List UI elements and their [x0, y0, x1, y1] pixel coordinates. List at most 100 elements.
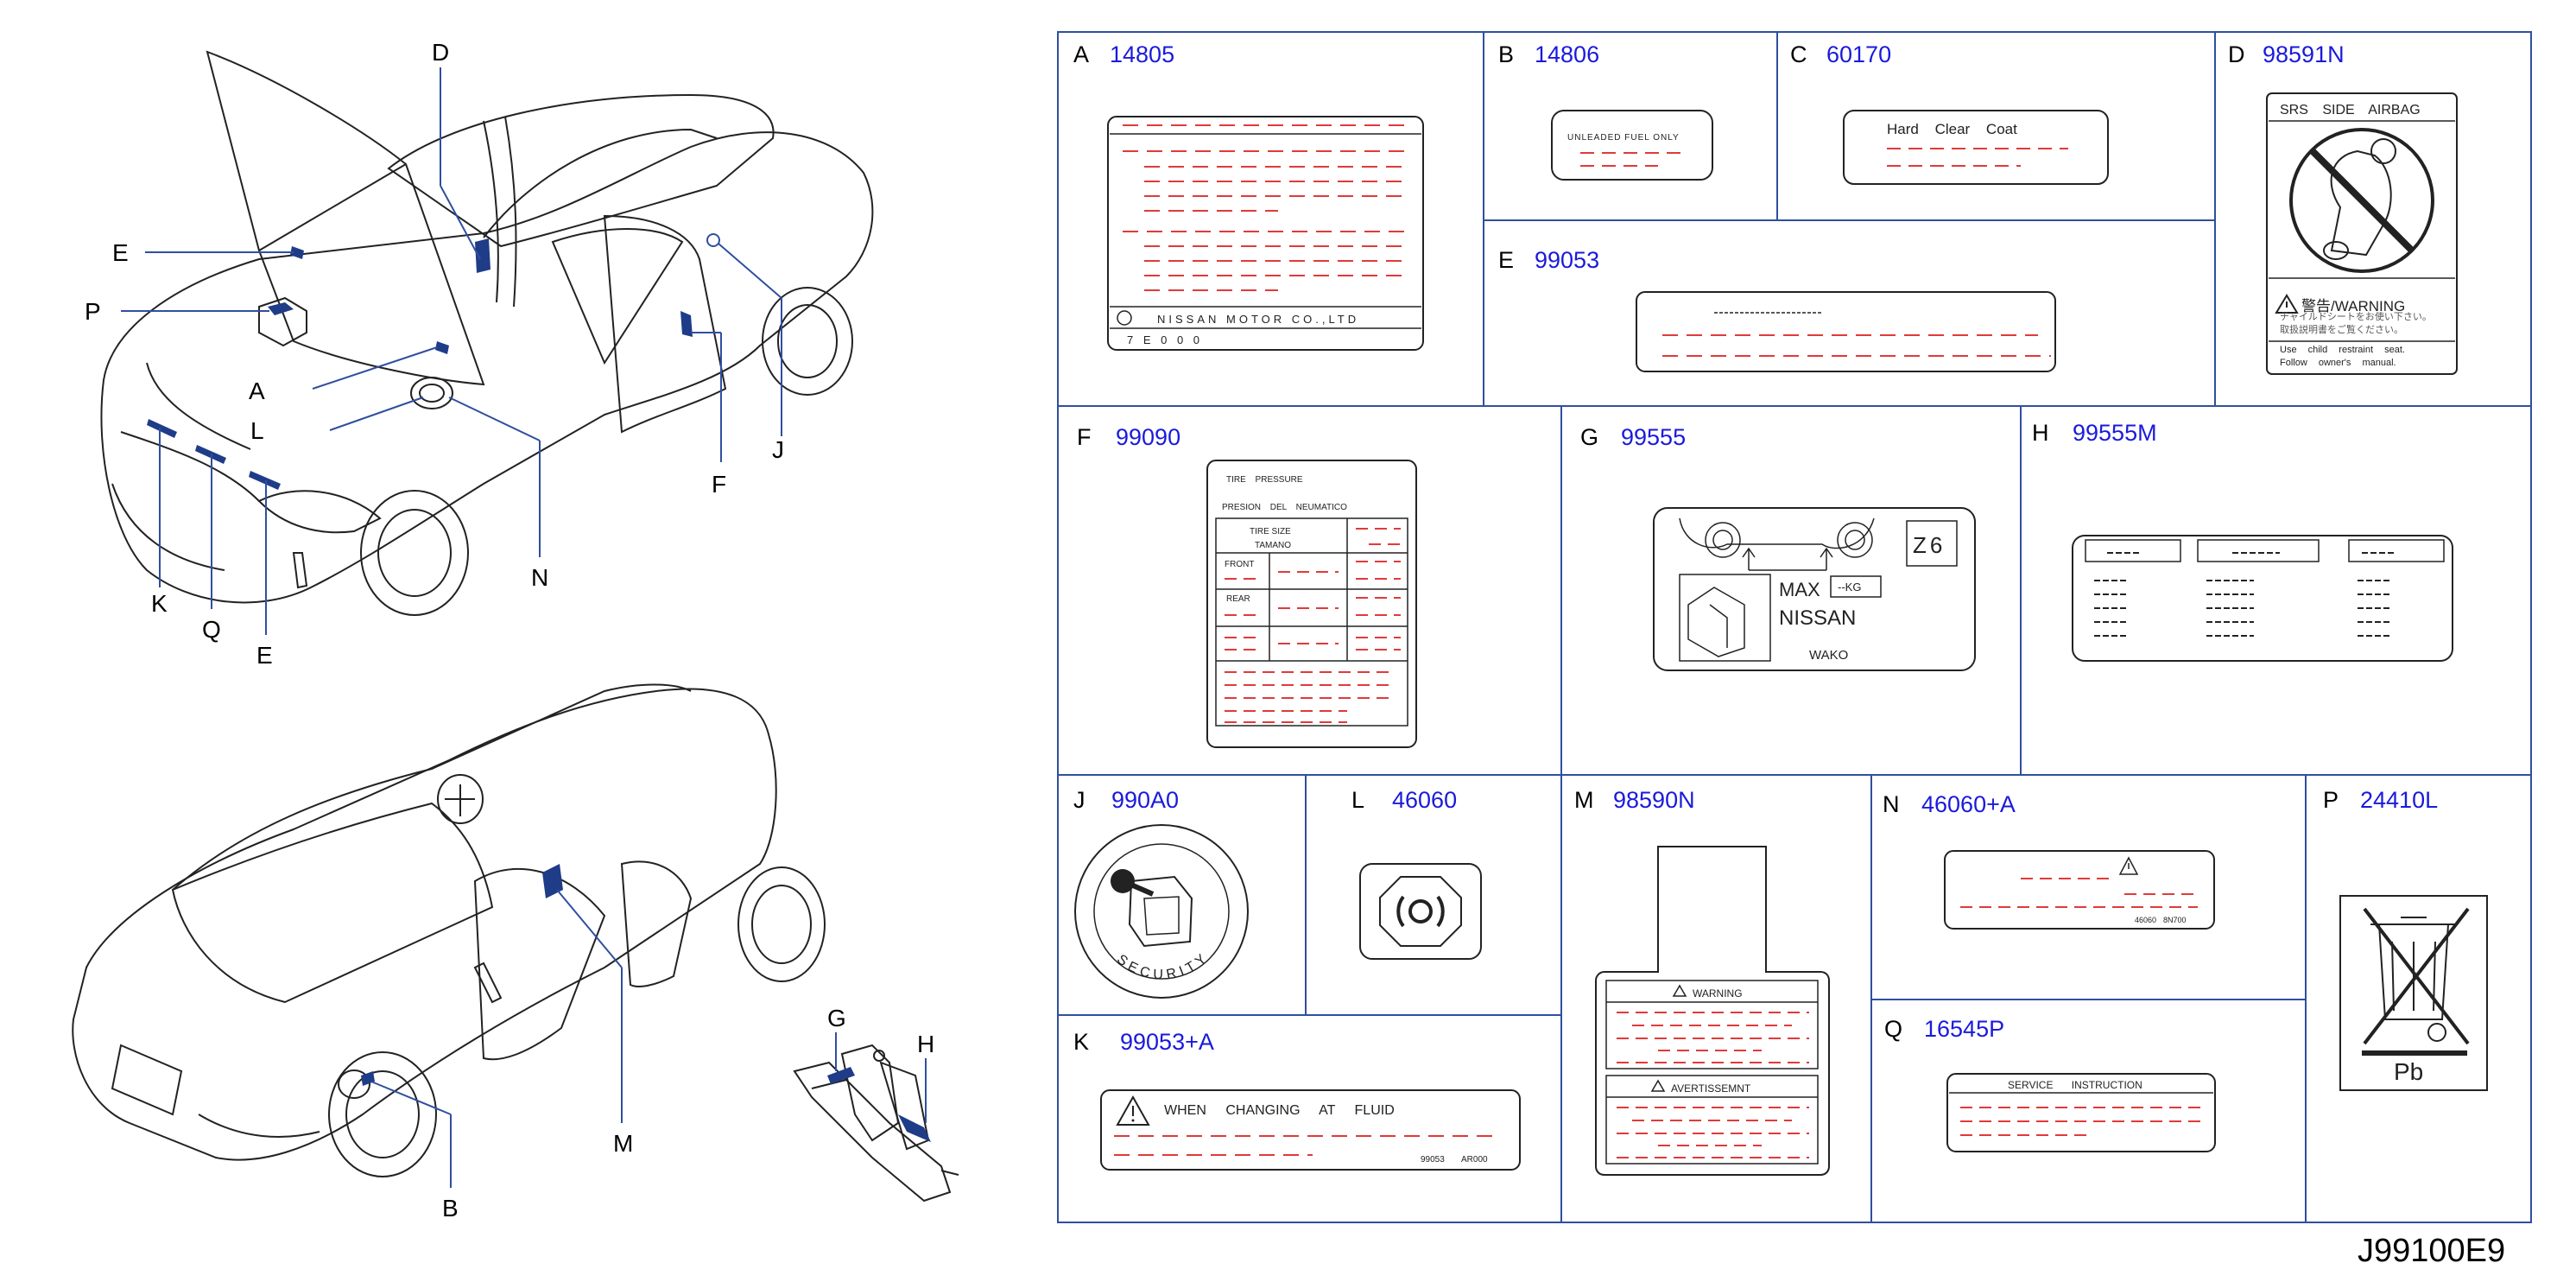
- label-B-text: UNLEADED FUEL ONLY: [1567, 133, 1680, 143]
- label-D-jp-line1: チャイルドシートをお使い下さい。: [2280, 311, 2432, 322]
- label-D-jp-line2: 取扱説明書をご覧ください。: [2280, 323, 2403, 335]
- label-G-kg: --KG: [1838, 581, 1861, 593]
- cell-B-part: 14806: [1535, 41, 1599, 67]
- label-N: 46060 8N700: [1944, 850, 2215, 930]
- label-grid: [1057, 31, 2532, 1223]
- cell-J-letter: J: [1073, 787, 1085, 813]
- callout-K: K: [151, 590, 168, 617]
- label-F: TIRE PRESSURE PRESION DEL NEUMATICO TIRE…: [1206, 460, 1417, 748]
- callout-J: J: [772, 436, 784, 463]
- label-P-text: Pb: [2394, 1058, 2423, 1085]
- callout-L: L: [250, 417, 264, 444]
- label-K-code2: AR000: [1461, 1155, 1488, 1165]
- label-A-company: NISSAN MOTOR CO.,LTD: [1157, 313, 1359, 326]
- callout-H: H: [917, 1031, 934, 1057]
- label-G: Z6 MAX --KG NISSAN WAKO: [1653, 507, 1976, 671]
- callout-Q: Q: [202, 616, 221, 643]
- label-H: [2072, 535, 2453, 662]
- cell-C-part: 60170: [1826, 41, 1891, 67]
- label-F-front: FRONT: [1225, 560, 1254, 569]
- cell-Q-part: 16545P: [1924, 1016, 2004, 1042]
- cell-H-part: 99555M: [2073, 420, 2157, 446]
- label-F-rear: REAR: [1226, 594, 1250, 604]
- label-E: [1636, 291, 2056, 372]
- label-A: NISSAN MOTOR CO.,LTD 7 E 0 0 0: [1107, 116, 1424, 351]
- label-M: WARNING AVERTISSEMNT: [1595, 846, 1830, 1176]
- label-D: SRS SIDE AIRBAG 警告/WARNING チャイルドシートをお使い下…: [2266, 92, 2458, 375]
- cell-H-letter: H: [2032, 420, 2049, 446]
- cell-F-part: 99090: [1116, 424, 1180, 450]
- cell-D-part: 98591N: [2263, 41, 2345, 67]
- label-C-text: Hard Clear Coat: [1887, 121, 2017, 137]
- callout-C: E: [112, 239, 129, 266]
- cell-Q-letter: Q: [1884, 1016, 1902, 1042]
- cell-B-letter: B: [1498, 41, 1514, 67]
- cell-A-part: 14805: [1110, 41, 1174, 67]
- label-K-code1: 99053: [1421, 1155, 1445, 1165]
- label-C: Hard Clear Coat: [1843, 110, 2109, 185]
- cell-N-letter: N: [1883, 791, 1900, 817]
- car-rear-view-illustration: [72, 683, 826, 1177]
- warning-triangle-icon: [1116, 1095, 1150, 1126]
- callout-G: G: [827, 1005, 846, 1031]
- label-locations-top: [147, 238, 693, 490]
- label-G-maker: WAKO: [1809, 648, 1848, 663]
- label-F-tire-size: TIRE SIZE: [1250, 527, 1291, 536]
- cell-L-part: 46060: [1392, 787, 1457, 813]
- cell-headers: A 14805 B 14806 C 60170 D 98591N E 99053…: [1073, 41, 2438, 1055]
- cell-G-part: 99555: [1621, 424, 1686, 450]
- drawing-id: J99100E9: [2358, 1233, 2505, 1269]
- label-D-en-line1: Use child restraint seat.: [2280, 345, 2405, 355]
- label-L: [1359, 863, 1482, 960]
- callout-P: P: [85, 298, 101, 325]
- callout-E: E: [256, 642, 273, 669]
- label-P: Pb: [2339, 895, 2488, 1091]
- cell-N-part: 46060+A: [1921, 791, 2016, 817]
- label-F-title1: TIRE PRESSURE: [1226, 475, 1303, 485]
- label-N-code1: 46060: [2135, 916, 2156, 924]
- cell-E-letter: E: [1498, 247, 1514, 273]
- label-G-brand: NISSAN: [1779, 606, 1856, 630]
- label-Q: SERVICE INSTRUCTION: [1946, 1073, 2216, 1152]
- cell-E-part: 99053: [1535, 247, 1599, 273]
- cell-C-letter: C: [1790, 41, 1807, 67]
- cell-K-part: 99053+A: [1120, 1029, 1214, 1055]
- callout-B: B: [442, 1195, 459, 1222]
- label-M-avertissement: AVERTISSEMNT: [1671, 1082, 1751, 1095]
- cell-K-letter: K: [1073, 1029, 1089, 1055]
- label-D-warning: 警告/WARNING: [2301, 298, 2405, 314]
- cell-A-letter: A: [1073, 41, 1089, 67]
- label-Q-text: SERVICE INSTRUCTION: [2008, 1079, 2142, 1091]
- label-G-code: Z6: [1913, 532, 1946, 558]
- label-D-en-line2: Follow owner's manual.: [2280, 358, 2396, 368]
- car-front-view-illustration: [100, 50, 874, 616]
- label-A-code: 7 E 0 0 0: [1127, 333, 1203, 346]
- label-M-warning: WARNING: [1693, 987, 1743, 1000]
- label-N-code2: 8N700: [2163, 916, 2187, 924]
- cell-J-part: 990A0: [1111, 787, 1179, 813]
- cell-M-part: 98590N: [1613, 787, 1695, 813]
- cell-M-letter: M: [1574, 787, 1594, 813]
- callout-A: A: [249, 378, 265, 404]
- jack-illustration: [793, 1044, 959, 1203]
- cell-G-letter: G: [1580, 424, 1598, 450]
- label-F-title2: PRESION DEL NEUMATICO: [1222, 503, 1347, 512]
- callout-letters: E P A L D F J N K Q E M B G H: [85, 39, 934, 1222]
- label-J-text: SECURITY: [1114, 949, 1212, 983]
- callout-M: M: [613, 1130, 633, 1157]
- label-J: SECURITY: [1074, 824, 1249, 999]
- cell-L-letter: L: [1351, 787, 1364, 813]
- cell-P-part: 24410L: [2360, 787, 2438, 813]
- cell-F-letter: F: [1077, 424, 1092, 450]
- label-K: WHEN CHANGING AT FLUID 99053 AR000: [1100, 1089, 1521, 1171]
- cell-D-letter: D: [2228, 41, 2245, 67]
- callout-F: F: [712, 471, 726, 498]
- cell-P-letter: P: [2323, 787, 2339, 813]
- label-G-max: MAX: [1779, 579, 1820, 600]
- label-F-tamano: TAMANO: [1255, 541, 1291, 550]
- callout-D: D: [432, 39, 449, 66]
- label-D-title: SRS SIDE AIRBAG: [2280, 103, 2421, 117]
- label-B: UNLEADED FUEL ONLY: [1551, 110, 1713, 181]
- label-K-text: WHEN CHANGING AT FLUID: [1164, 1103, 1395, 1118]
